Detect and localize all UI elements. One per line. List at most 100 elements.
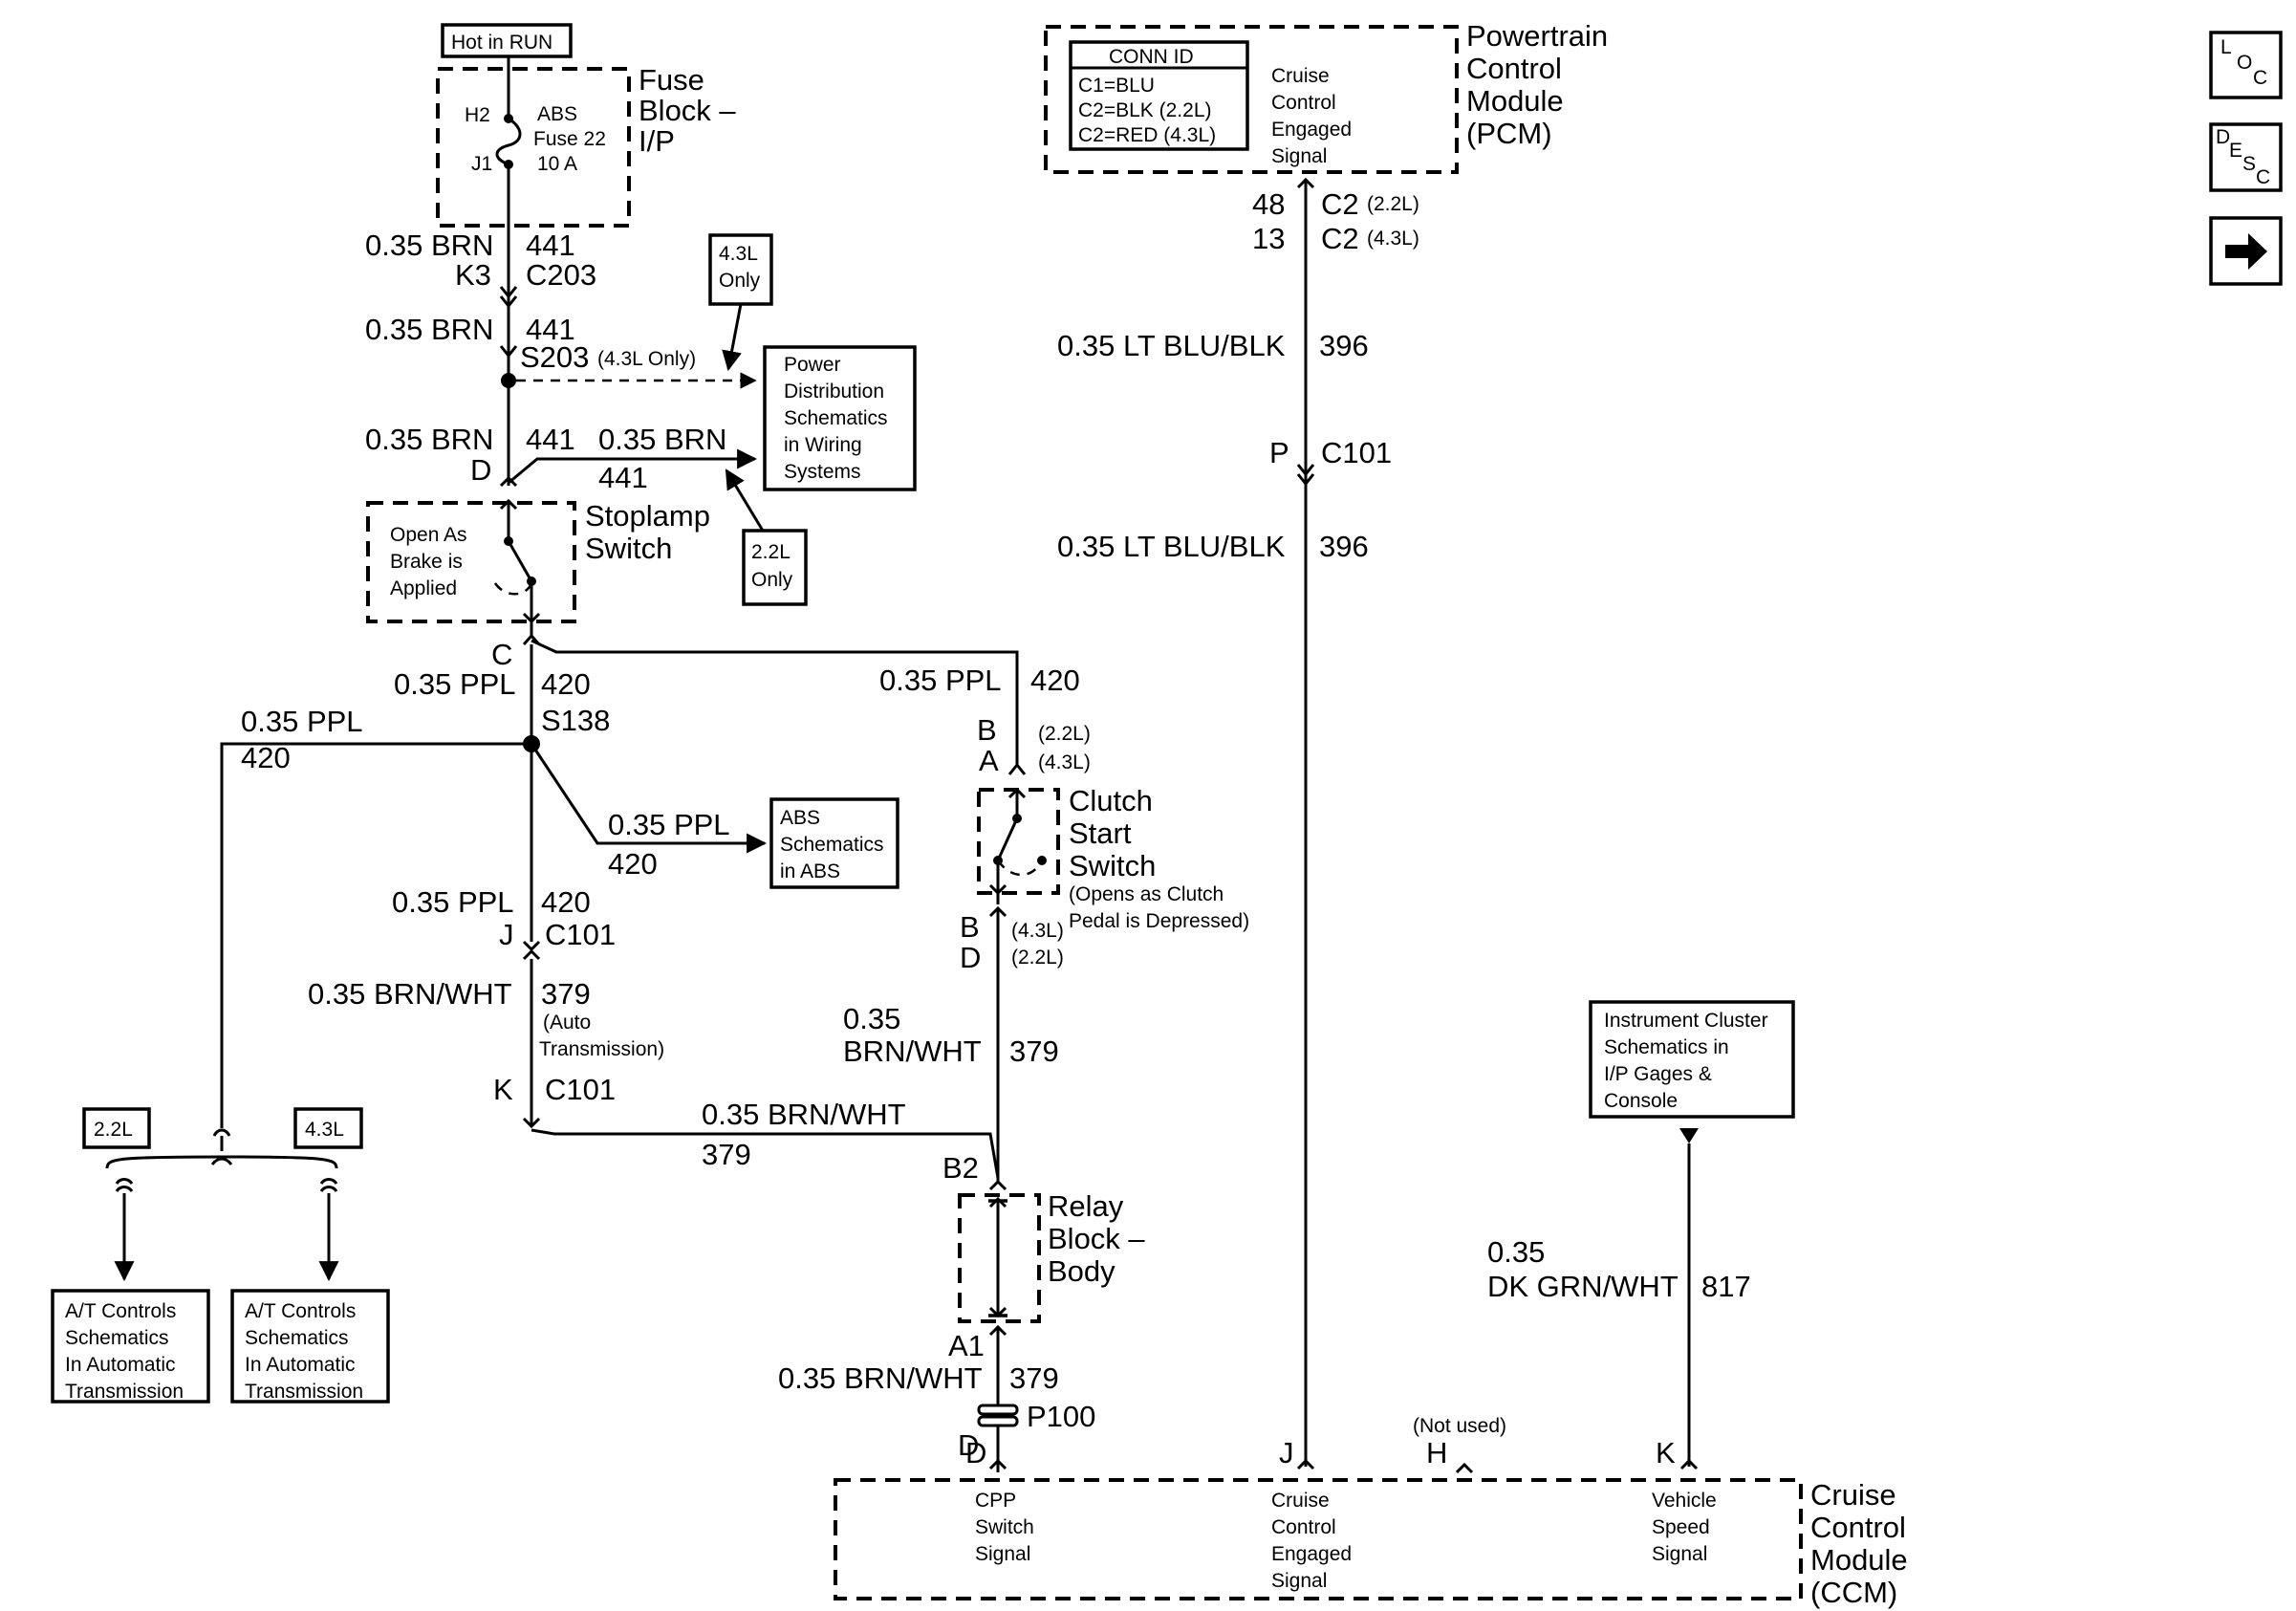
hot-in-run-label: Hot in RUN (441, 23, 573, 58)
desc-letter-c: C (2256, 166, 2270, 188)
wire-420-right-circuit: 420 (1030, 664, 1080, 697)
next-button[interactable] (2209, 216, 2283, 286)
instrument-cluster-box: Instrument Cluster Schematics in I/P Gag… (1589, 1000, 1795, 1119)
clutch-var-d: (2.2L) (1011, 947, 1064, 969)
wire-420-left-circuit: 420 (241, 741, 291, 774)
pcm-title-4: (PCM) (1466, 117, 1552, 150)
pcm-var-4.3l: (4.3L) (1367, 228, 1419, 250)
pcm-wire-gauge-1: 0.35 LT BLU/BLK (1057, 329, 1286, 362)
at-variant-right: 4.3L (305, 1119, 344, 1141)
ccm-vss-3: Signal (1652, 1543, 1707, 1565)
abs-box-3: in ABS (780, 860, 840, 882)
loc-button[interactable]: L O C (2209, 31, 2283, 99)
left-col-circuit-1: 420 (541, 885, 591, 919)
pcm-conn-id-header: CONN ID (1109, 46, 1194, 68)
pcm-title-2: Control (1466, 52, 1562, 85)
hot-in-run-text: Hot in RUN (451, 32, 552, 54)
conn-k3-pin: K3 (455, 258, 491, 292)
clutch-start-switch: B A (2.2L) (4.3L) Clutch Start Switch (O… (960, 713, 1249, 974)
clutch-wire-gauge-1: 0.35 (843, 1002, 900, 1035)
splice-s138: S138 (541, 704, 610, 737)
loc-letter-l: L (2220, 36, 2232, 58)
fuse-block-title-1: Fuse (639, 63, 704, 97)
ccm-title-4: (CCM) (1810, 1576, 1897, 1609)
clutch-note-2: Pedal is Depressed) (1069, 910, 1249, 932)
pcm-wire-circuit-1: 396 (1319, 329, 1369, 362)
ic-box-1: Instrument Cluster (1604, 1010, 1768, 1032)
pcm-title-1: Powertrain (1466, 19, 1608, 53)
conn-d-pin: D (470, 453, 491, 487)
wire-420-abs-circuit: 420 (608, 847, 658, 881)
ccm-module: D J H (Not used) K CPP Switch Signal Cru… (834, 1415, 1908, 1609)
ccm-cces-1: Cruise (1271, 1490, 1330, 1512)
conn-p100: P100 (1027, 1400, 1095, 1433)
pcm-module: CONN ID C1=BLU C2=BLK (2.2L) C2=RED (4.3… (1044, 19, 1608, 174)
clutch-wire-gauge-2: BRN/WHT (843, 1034, 982, 1068)
abs-schematics-box: ABS Schematics in ABS (769, 797, 899, 889)
at-controls-branch: 2.2L 4.3L (82, 1107, 363, 1282)
ccm-cpp-2: Switch (975, 1516, 1034, 1538)
at-controls-box-left: A/T Controls Schematics In Automatic Tra… (51, 1289, 210, 1404)
relay-title-2: Block – (1048, 1222, 1145, 1255)
ccm-cces-3: Engaged (1271, 1543, 1352, 1565)
wire-441-gauge-1: 0.35 BRN (365, 229, 493, 262)
right-arrow-icon (2225, 233, 2267, 270)
note-2.2l-only: 2.2L Only (725, 468, 808, 606)
clutch-wire-circuit: 379 (1009, 1034, 1059, 1068)
wire-817-gauge-2: DK GRN/WHT (1487, 1270, 1679, 1303)
wire-379-clutch: 0.35 BRN/WHT 379 (843, 908, 1059, 1182)
clutch-note-1: (Opens as Clutch (1069, 883, 1224, 905)
splice-s203: S203 (520, 340, 589, 374)
wire-420: 0.35 PPL 420 S138 0.35 PPL 420 0.35 PPL … (220, 639, 1080, 1128)
wire-420-gauge: 0.35 PPL (394, 667, 516, 701)
ccm-title-2: Control (1810, 1511, 1906, 1544)
note-2.2l-only-2: Only (751, 569, 793, 591)
stoplamp-note-1: Open As (390, 524, 467, 546)
relay-wire-circuit: 379 (1009, 1361, 1059, 1395)
left-col-note-1: (Auto (543, 1012, 591, 1034)
relay-title-3: Body (1048, 1254, 1116, 1288)
pcm-pin-13: 13 (1252, 222, 1285, 255)
left-col-h-circuit: 379 (702, 1138, 751, 1171)
wire-441: 0.35 BRN 441 K3 C203 0.35 BRN 441 S203 (… (365, 164, 696, 488)
relay-pin-b2: B2 (942, 1151, 979, 1185)
power-dist-3: Schematics (784, 407, 888, 429)
ccm-pin-h: H (1426, 1436, 1447, 1469)
left-col-note-2: Transmission) (539, 1038, 664, 1060)
wire-420-circuit: 420 (541, 667, 591, 701)
ic-box-4: Console (1604, 1090, 1678, 1112)
pcm-conn-id-3: C2=RED (4.3L) (1078, 124, 1216, 146)
pcm-signal-2: Control (1271, 92, 1336, 114)
ccm-cpp-1: CPP (975, 1490, 1016, 1512)
ccm-not-used: (Not used) (1413, 1415, 1506, 1437)
ic-box-3: I/P Gages & (1604, 1063, 1712, 1085)
clutch-title-3: Switch (1069, 849, 1156, 882)
fuse-pin-j1: J1 (471, 153, 492, 175)
at-variant-left: 2.2L (94, 1119, 133, 1141)
pcm-pin-48: 48 (1252, 187, 1285, 221)
stoplamp-title-1: Stoplamp (585, 499, 710, 533)
ccm-title-3: Module (1810, 1543, 1908, 1577)
note-4.3l-only-2: Only (719, 270, 761, 292)
fuse-block-title-3: I/P (639, 124, 675, 158)
fuse-pin-h2: H2 (465, 104, 490, 126)
relay-pin-a1: A1 (948, 1329, 985, 1362)
branch-441-2.2l: 0.35 BRN 441 (508, 423, 758, 494)
left-col-gauge-1: 0.35 PPL (392, 885, 514, 919)
pin-c-label: C (491, 638, 512, 671)
ccm-pin-j: J (1279, 1436, 1294, 1469)
desc-letter-s: S (2242, 153, 2256, 175)
ccm-vss-2: Speed (1652, 1516, 1710, 1538)
branch-441-gauge: 0.35 BRN (598, 423, 726, 456)
stoplamp-note-2: Brake is (390, 551, 463, 573)
left-column-c101: 0.35 PPL 420 J C101 0.35 BRN/WHT 379 (Au… (308, 885, 1000, 1179)
pcm-wire-396: 48 C2 (2.2L) 13 C2 (4.3L) 0.35 LT BLU/BL… (1057, 177, 1419, 1470)
conn-c101-k: C101 (545, 1073, 616, 1106)
pcm-conn-c2-1: C2 (1321, 187, 1359, 221)
fuse-text-3: 10 A (537, 153, 577, 175)
pcm-conn-c2-2: C2 (1321, 222, 1359, 255)
desc-button[interactable]: D E S C (2209, 122, 2283, 192)
ccm-title-1: Cruise (1810, 1478, 1896, 1512)
at-right-3: In Automatic (245, 1354, 356, 1376)
relay-wire-gauge: 0.35 BRN/WHT (778, 1361, 983, 1395)
